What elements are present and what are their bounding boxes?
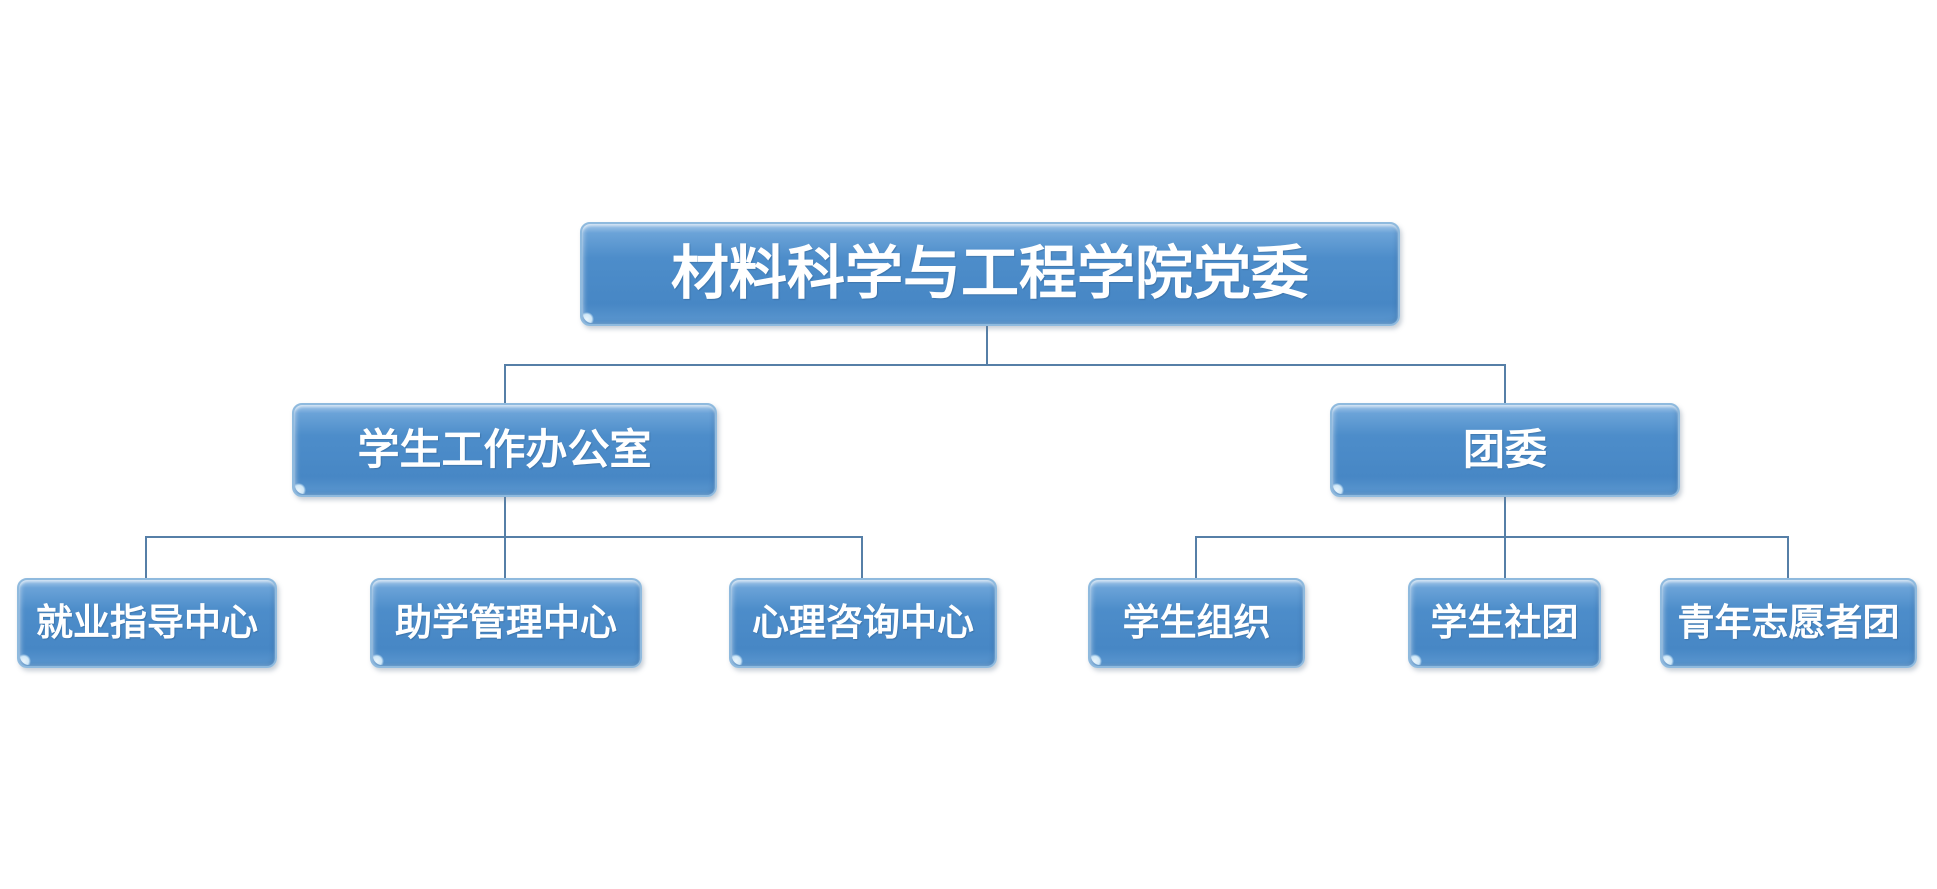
connector-right-bus — [1195, 536, 1789, 538]
org-node-label: 青年志愿者团 — [1677, 601, 1900, 643]
org-node-counseling-center: 心理咨询中心 — [729, 578, 997, 668]
connector-level1-bus — [504, 364, 1506, 366]
connector-drop-student-orgs — [1195, 536, 1197, 579]
org-node-student-aid-center: 助学管理中心 — [370, 578, 642, 668]
org-node-party-committee: 材料科学与工程学院党委 — [580, 222, 1400, 326]
org-node-label: 团委 — [1462, 425, 1547, 473]
org-node-label: 材料科学与工程学院党委 — [670, 241, 1309, 307]
connector-drop-student-aid — [504, 536, 506, 579]
org-node-label: 学生社团 — [1430, 601, 1579, 643]
connector-drop-office — [504, 364, 506, 404]
org-node-student-clubs: 学生社团 — [1408, 578, 1601, 668]
connector-drop-volunteers — [1787, 536, 1789, 579]
org-node-label: 助学管理中心 — [395, 601, 617, 643]
org-node-student-affairs-office: 学生工作办公室 — [292, 403, 717, 497]
connector-drop-employment — [145, 536, 147, 579]
connector-drop-league — [1504, 364, 1506, 404]
org-node-label: 学生组织 — [1122, 601, 1271, 643]
org-node-youth-volunteers: 青年志愿者团 — [1660, 578, 1917, 668]
org-node-label: 学生工作办公室 — [357, 425, 652, 473]
connector-office-stem — [504, 497, 506, 538]
org-node-employment-center: 就业指导中心 — [17, 578, 277, 668]
org-node-student-organizations: 学生组织 — [1088, 578, 1305, 668]
connector-drop-student-clubs — [1504, 536, 1506, 579]
connector-root-stem — [986, 326, 988, 366]
org-node-label: 就业指导中心 — [36, 601, 258, 643]
org-node-youth-league: 团委 — [1330, 403, 1680, 497]
connector-drop-counseling — [861, 536, 863, 579]
connector-league-stem — [1504, 497, 1506, 538]
org-node-label: 心理咨询中心 — [752, 601, 974, 643]
